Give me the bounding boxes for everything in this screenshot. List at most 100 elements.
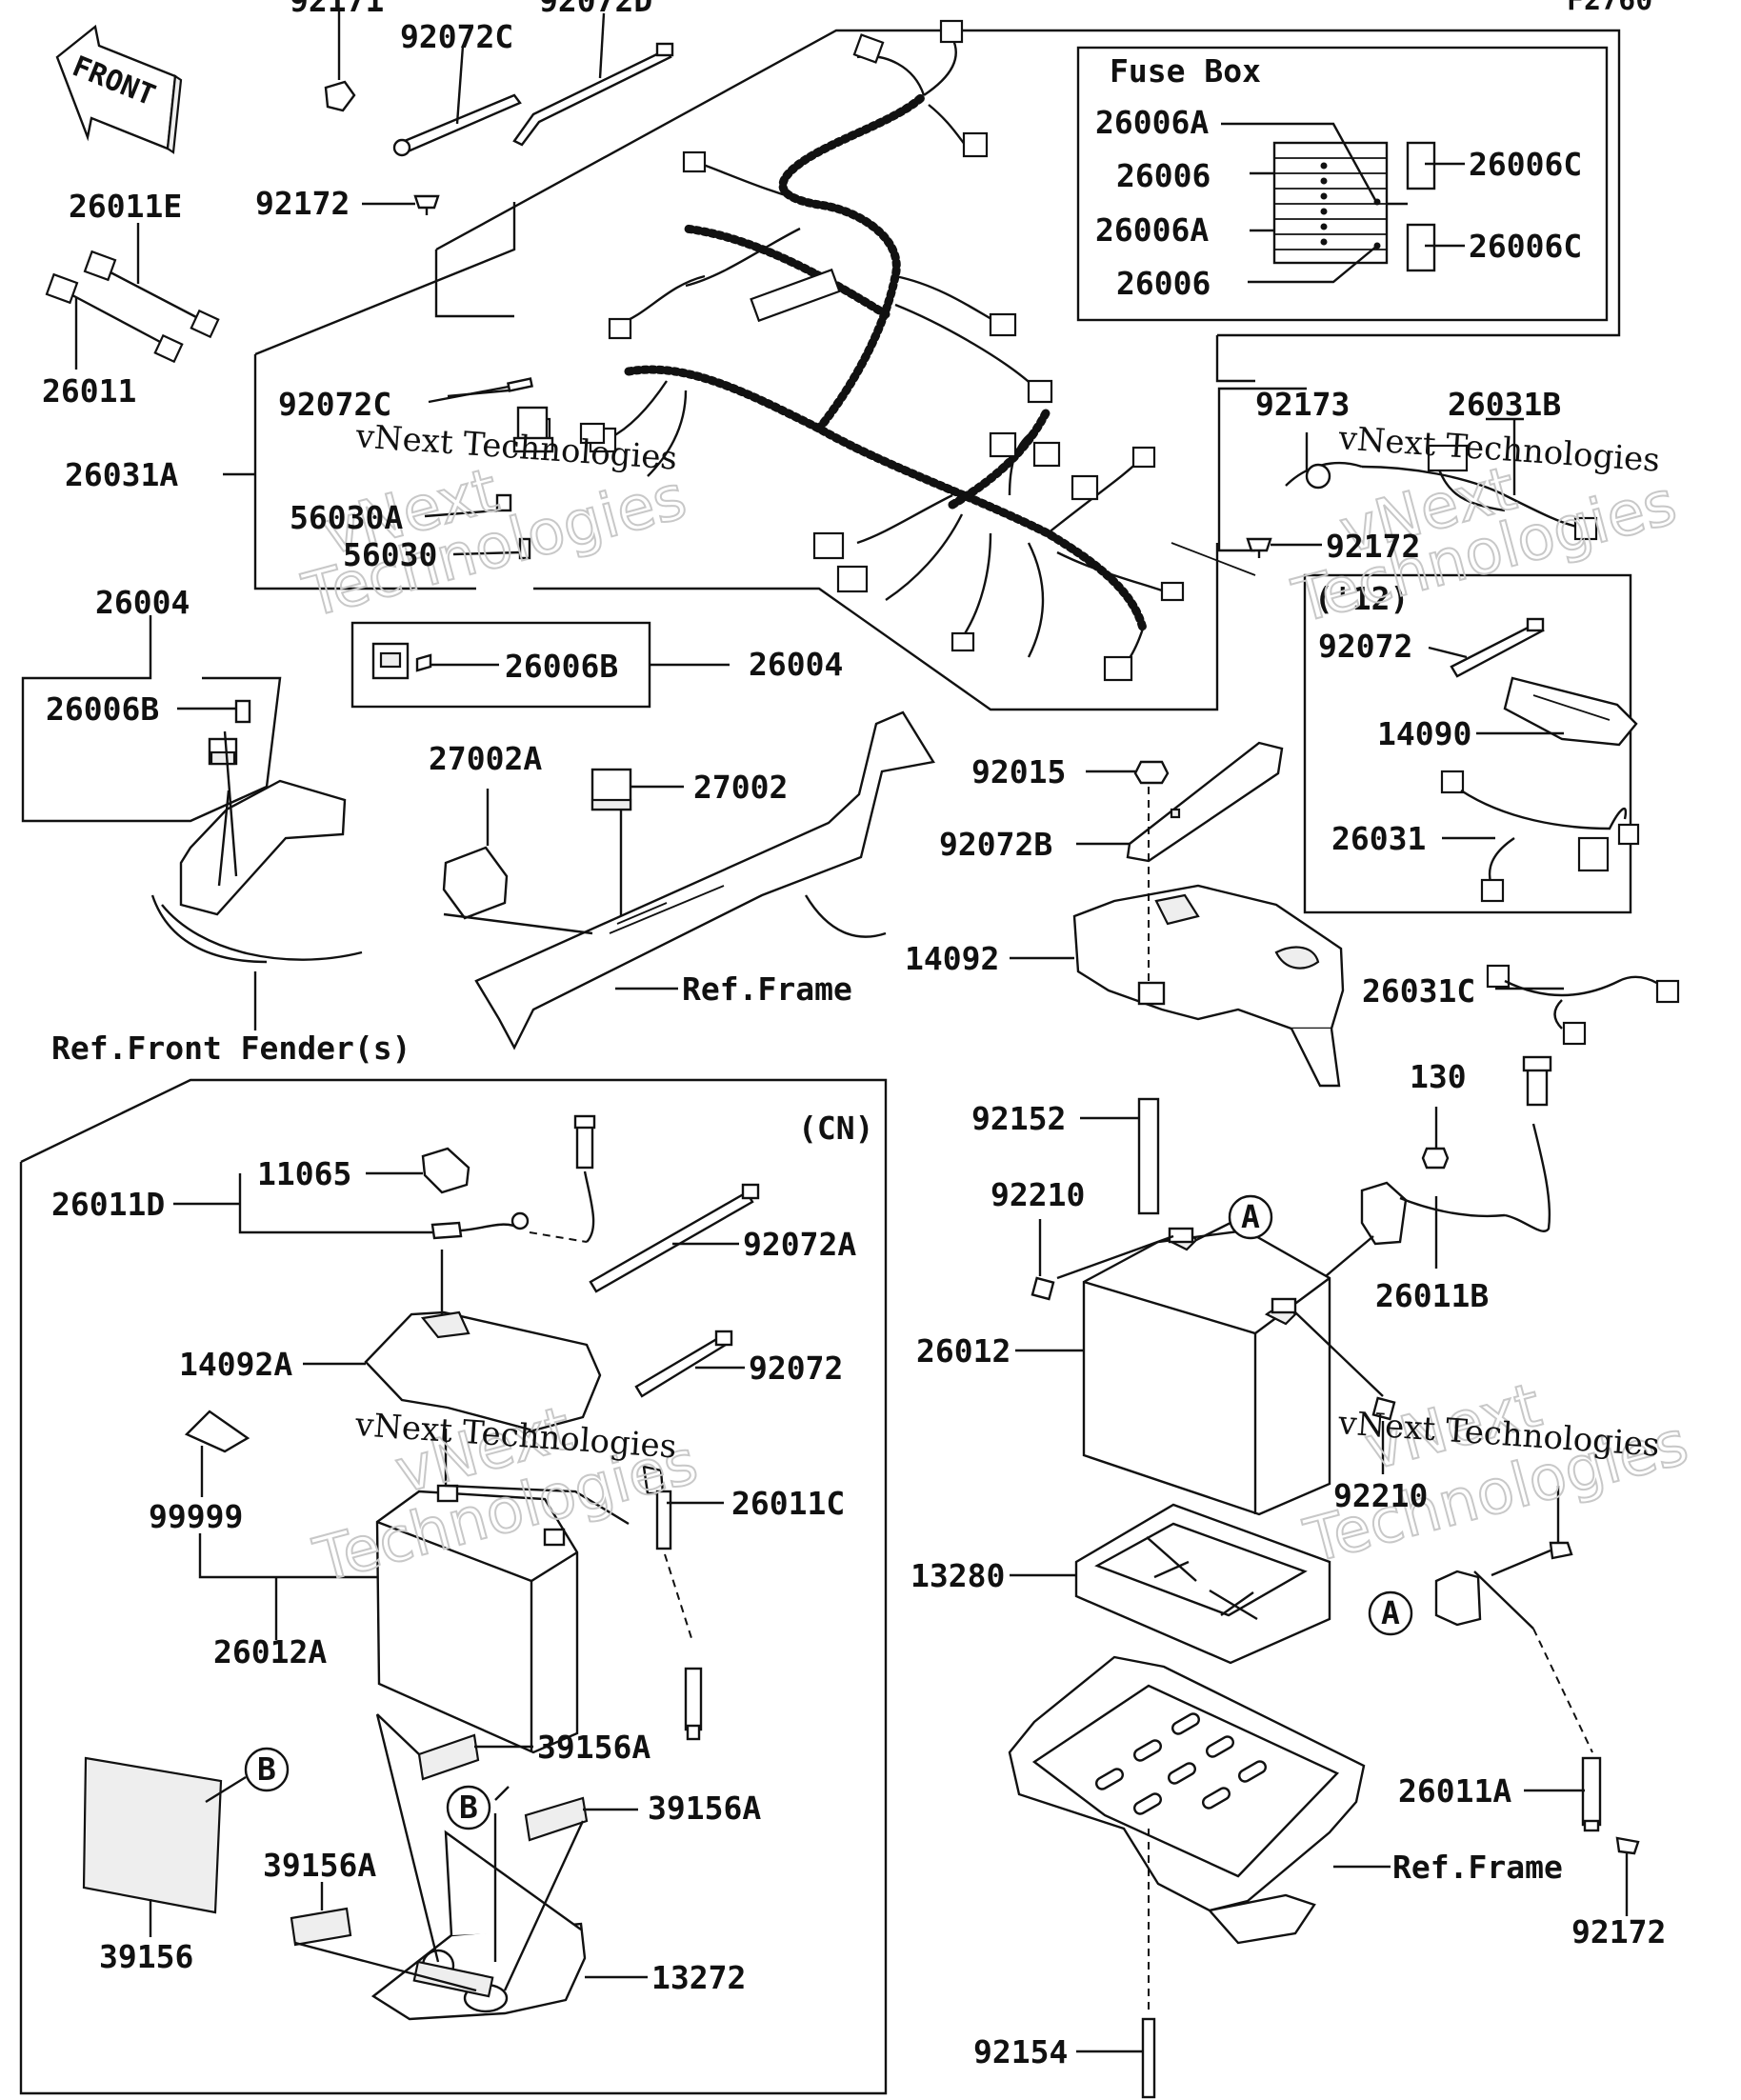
label-26006c-1: 26006C [1469, 146, 1582, 183]
fuse-box-panel: Fuse Box 26006A 26006 26006A 26006 26006… [1076, 46, 1609, 322]
label-26011c: 26011C [731, 1485, 845, 1522]
cover-14092a [303, 1250, 602, 1432]
label-92072-12: 92072 [1318, 628, 1412, 665]
part-labels: 92171 92072D 92072C 92172 26011E 26011 9… [42, 0, 1666, 2070]
rod-92152 [1080, 1097, 1160, 1215]
cn-panel: (CN) [19, 1078, 888, 2095]
callout-b-mid [446, 1785, 491, 1830]
label-92172-bottom: 92172 [1571, 1913, 1666, 1950]
relay-27002 [590, 768, 684, 933]
bracket-92072b [1076, 741, 1284, 863]
label-26012: 26012 [916, 1332, 1011, 1370]
label-92072a: 92072A [743, 1226, 856, 1263]
screw-92172-bottom [1615, 1836, 1640, 1916]
label-ref-front-fender: Ref.Front Fender(s) [51, 1030, 411, 1067]
label-27002: 27002 [693, 769, 788, 806]
front-fender [150, 730, 363, 1030]
callout-a-top [1228, 1194, 1273, 1240]
label-92015: 92015 [971, 753, 1066, 790]
label-ref-frame-bottom: Ref.Frame [1392, 1849, 1563, 1886]
label-92171: 92171 [290, 0, 384, 19]
tie-92072d [512, 12, 674, 147]
label-92152: 92152 [971, 1100, 1066, 1137]
label-39156a-1: 39156A [537, 1729, 650, 1766]
nut-92015 [1086, 760, 1170, 785]
label-26006b-left: 26006B [46, 690, 159, 728]
relay-box-26004 [350, 621, 730, 709]
year-box-title: ('12) [1314, 580, 1409, 617]
label-26006b-mid: 26006B [505, 648, 618, 685]
label-14092: 14092 [905, 940, 999, 977]
label-92072c-mid: 92072C [278, 386, 391, 423]
screw-92210-top [1031, 1219, 1174, 1301]
wiring-harness-26031a [527, 19, 1185, 682]
harness-26011e [83, 223, 220, 339]
label-92173: 92173 [1255, 386, 1350, 423]
front-arrow-icon: FRONT [55, 24, 183, 154]
callout-a-bottom-label: A [1381, 1594, 1400, 1631]
label-26006-2: 26006 [1116, 265, 1211, 302]
label-26031: 26031 [1331, 820, 1426, 857]
bracket-13272 [370, 1830, 648, 2021]
label-92154: 92154 [973, 2033, 1068, 2070]
label-99999 [184, 1410, 250, 1497]
label-92210-bottom: 92210 [1333, 1477, 1428, 1514]
callout-a-bottom [1368, 1590, 1413, 1636]
cable-26011b [1313, 1055, 1552, 1287]
label-56030a: 56030A [290, 499, 403, 536]
label-26011b: 26011B [1375, 1277, 1489, 1314]
label-13272: 13272 [651, 1959, 746, 1996]
relay-box-26004-left [21, 615, 282, 823]
battery-tray-13280 [1010, 1503, 1331, 1665]
label-26004-left: 26004 [95, 584, 190, 621]
pads-39156a [290, 1713, 638, 1992]
label-26004-mid: 26004 [749, 646, 843, 683]
watermark-text-1: vNext Technologies [354, 417, 679, 478]
label-39156 [82, 1756, 223, 1937]
label-14090: 14090 [1377, 715, 1471, 752]
label-99999: 99999 [149, 1498, 243, 1535]
tie-92072a [589, 1183, 760, 1293]
label-39156a-3: 39156A [263, 1847, 376, 1884]
label-26031a: 26031A [65, 456, 178, 493]
cable-26011c [444, 1429, 724, 1741]
callout-b-left [244, 1747, 290, 1792]
label-26006a-1: 26006A [1095, 104, 1209, 141]
cover-11065 [366, 1147, 470, 1194]
clip-92171 [324, 11, 356, 112]
diagram-code: F2760 [1567, 0, 1652, 17]
screw-92172-top [362, 194, 440, 215]
label-92072b: 92072B [939, 826, 1052, 863]
label-26011a: 26011A [1398, 1772, 1511, 1810]
label-26031c: 26031C [1362, 972, 1475, 1010]
label-92210-top: 92210 [991, 1176, 1085, 1213]
label-92072d: 92072D [539, 0, 652, 19]
label-92072-cn: 92072 [749, 1350, 843, 1387]
label-26006-1: 26006 [1116, 157, 1211, 194]
frame-mid [443, 710, 935, 1050]
label-27002a: 27002A [429, 740, 542, 777]
label-26006c-2: 26006C [1469, 228, 1582, 265]
label-92172-top: 92172 [255, 185, 350, 222]
callout-b-mid-label: B [459, 1789, 478, 1826]
frame-bottom-right [1008, 1655, 1391, 1945]
callout-b-left-label: B [257, 1750, 276, 1788]
label-11065: 11065 [257, 1155, 351, 1192]
harness-26031c [1486, 964, 1680, 1046]
battery-26012 [1015, 1227, 1331, 1516]
label-130: 130 [1410, 1058, 1467, 1095]
relay-27002a [442, 789, 509, 920]
battery-holder-14092 [1010, 884, 1345, 1088]
label-39156a-2: 39156A [648, 1790, 761, 1827]
tie-92072c-top [392, 45, 522, 157]
label-26011: 26011 [42, 372, 136, 410]
tie-92072-cn [634, 1330, 745, 1398]
label-26011d: 26011D [51, 1186, 165, 1223]
callout-a-top-label: A [1241, 1198, 1260, 1235]
label-92172-right: 92172 [1326, 528, 1420, 565]
bolt-130 [1421, 1107, 1450, 1170]
year-2012-panel: ('12) [1303, 573, 1640, 914]
cable-26011d [173, 1114, 596, 1243]
label-14092a: 14092A [179, 1346, 292, 1383]
